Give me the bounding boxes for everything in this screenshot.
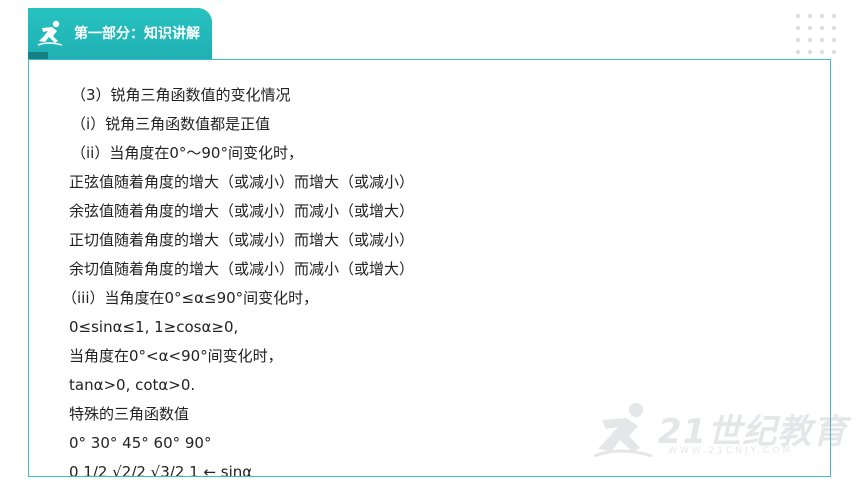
content-line: （iii）当角度在0°≤α≤90°间变化时， (62, 289, 319, 307)
content-line: 特殊的三角函数值 (69, 405, 190, 423)
section-tab: 第一部分：知识讲解 (28, 8, 212, 60)
content-line: 余弦值随着角度的增大（或减小）而减小（或增大） (69, 202, 415, 220)
content-line: 正弦值随着角度的增大（或减小）而增大（或减小） (69, 173, 415, 191)
content-line: 0 1/2 √2/2 √3/2 1 ← sinα (69, 463, 253, 477)
tab-fold (28, 52, 48, 60)
content-line: （3）锐角三角函数值的变化情况 (71, 86, 291, 104)
watermark-text: 21世纪教育 (658, 412, 848, 452)
content-frame: （3）锐角三角函数值的变化情况 （i）锐角三角函数值都是正值 （ii）当角度在0… (28, 59, 831, 477)
watermark-url: WWW.21CNJY.COM (668, 446, 794, 456)
runner-icon (37, 20, 63, 46)
dot-grid-decoration (796, 14, 836, 54)
content-line: 当角度在0°<α<90°间变化时， (69, 347, 283, 365)
content-line: 0≤sinα≤1, 1≥cosα≥0, (69, 318, 239, 336)
content-line: （ii）当角度在0°～90°间变化时， (71, 144, 303, 162)
watermark-logo: 21世纪教育 WWW.21CNJY.COM (588, 396, 846, 466)
content-line: （i）锐角三角函数值都是正值 (71, 115, 271, 133)
runner-watermark-icon (593, 403, 653, 458)
content-line: 0° 30° 45° 60° 90° (69, 434, 212, 452)
content-line: 余切值随着角度的增大（或减小）而减小（或增大） (69, 260, 415, 278)
section-title: 第一部分：知识讲解 (74, 26, 200, 42)
content-line: tanα>0, cotα>0. (69, 376, 196, 394)
content-line: 正切值随着角度的增大（或减小）而增大（或减小） (69, 231, 415, 249)
